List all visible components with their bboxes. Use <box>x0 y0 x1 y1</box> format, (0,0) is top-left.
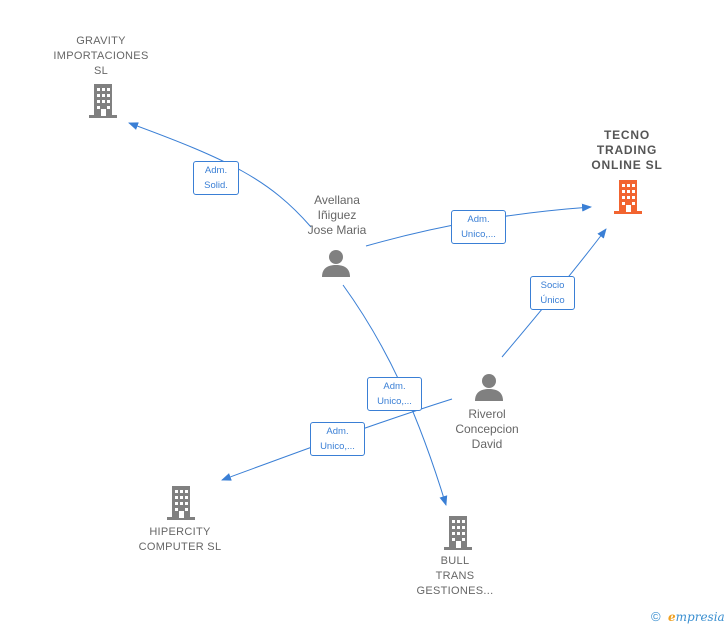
hipercity-label[interactable]: HIPERCITY COMPUTER SL <box>138 526 222 553</box>
edge-label-socio-unico: Socio Único <box>530 276 575 310</box>
bull-label[interactable]: BULL TRANS GESTIONES... <box>416 555 494 597</box>
gravity-label[interactable]: GRAVITY IMPORTACIONES SL <box>53 35 149 77</box>
edge-label-adm-solid: Adm. Solid. <box>193 161 239 195</box>
edge-label-adm-unico-tecno: Adm. Unico,... <box>451 210 506 244</box>
tecno-building-icon[interactable] <box>612 180 644 214</box>
brand-rest: mpresia <box>675 610 725 624</box>
tecno-label[interactable]: TECNO TRADING ONLINE SL <box>591 128 663 172</box>
edge-label-adm-unico-hipercity: Adm. Unico,... <box>310 422 365 456</box>
riverol-person-icon[interactable] <box>474 372 504 402</box>
copyright-symbol: © <box>651 609 661 624</box>
avellana-label[interactable]: Avellana Iñiguez Jose Maria <box>307 193 367 237</box>
riverol-label[interactable]: Riverol Concepcion David <box>455 407 519 451</box>
bull-building-icon[interactable] <box>442 516 474 550</box>
avellana-person-icon[interactable] <box>321 248 351 278</box>
brand-e: e <box>668 610 676 624</box>
gravity-building-icon[interactable] <box>87 84 119 118</box>
edge-avellana-gravity <box>128 122 312 228</box>
edge-label-adm-unico-bull: Adm. Unico,... <box>367 377 422 411</box>
hipercity-building-icon[interactable] <box>165 486 197 520</box>
empresia-logo[interactable]: empresia <box>668 610 725 624</box>
